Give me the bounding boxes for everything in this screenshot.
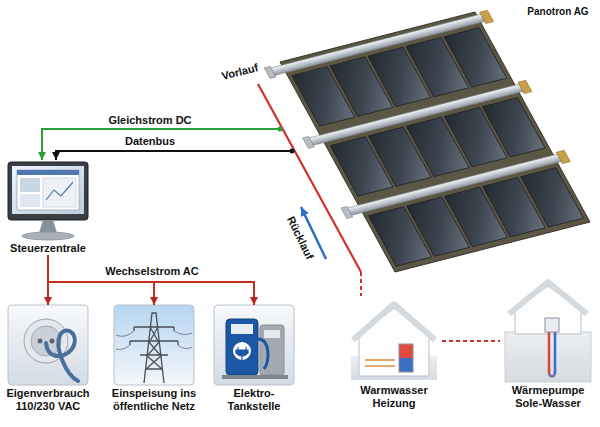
flow-label: Vorlauf [220,61,259,83]
connector [442,340,500,342]
charging-station-icon [214,305,294,385]
pylon-icon [114,305,194,385]
wire-end [290,149,295,154]
control-center: Steuerzentrale [4,160,92,255]
node-label: Eigenverbrauch 110/230 VAC [0,387,96,413]
connector-label: Wechselstrom AC [103,265,201,278]
icon-space [212,305,296,387]
heating-box: Warmwasser Heizung [346,296,442,410]
node-label: Steuerzentrale [4,242,92,255]
icon-space [500,276,596,384]
line-label: Datenbus [125,135,175,148]
monitor-icon [8,162,88,240]
grid-feed-box: Einspeisung ins öffentliche Netz [104,305,204,413]
return-label: Rücklauf [284,214,316,261]
icon-space [346,296,442,384]
dc-wire [42,129,280,160]
supply-line-dashed [360,272,362,296]
charging-station-box: Elektro-Tankstelle [212,305,296,413]
node-label: Warmwasser Heizung [346,384,442,410]
consumer-box: Eigenverbrauch 110/230 VAC [0,305,96,413]
wire-end [278,127,283,132]
node-label: Wärmepumpe Sole-Wasser [500,384,596,410]
heat-pump-icon [505,282,591,382]
connector [48,255,154,305]
socket-icon [8,305,88,385]
house-heating-icon [351,304,437,380]
icon-space [4,160,92,242]
line-label: Gleichstrom DC [108,114,191,127]
icon-space [104,305,204,387]
connector [48,255,254,305]
node-label: Einspeisung ins öffentliche Netz [104,387,204,413]
node-label: Elektro-Tankstelle [212,387,296,413]
solar-roof [263,9,600,276]
icon-space [0,305,96,387]
data-bus-wire [56,151,292,160]
company-name: Panotron AG [527,5,588,18]
supply-line [258,84,361,272]
heat-pump-box: Wärmepumpe Sole-Wasser [500,276,596,410]
